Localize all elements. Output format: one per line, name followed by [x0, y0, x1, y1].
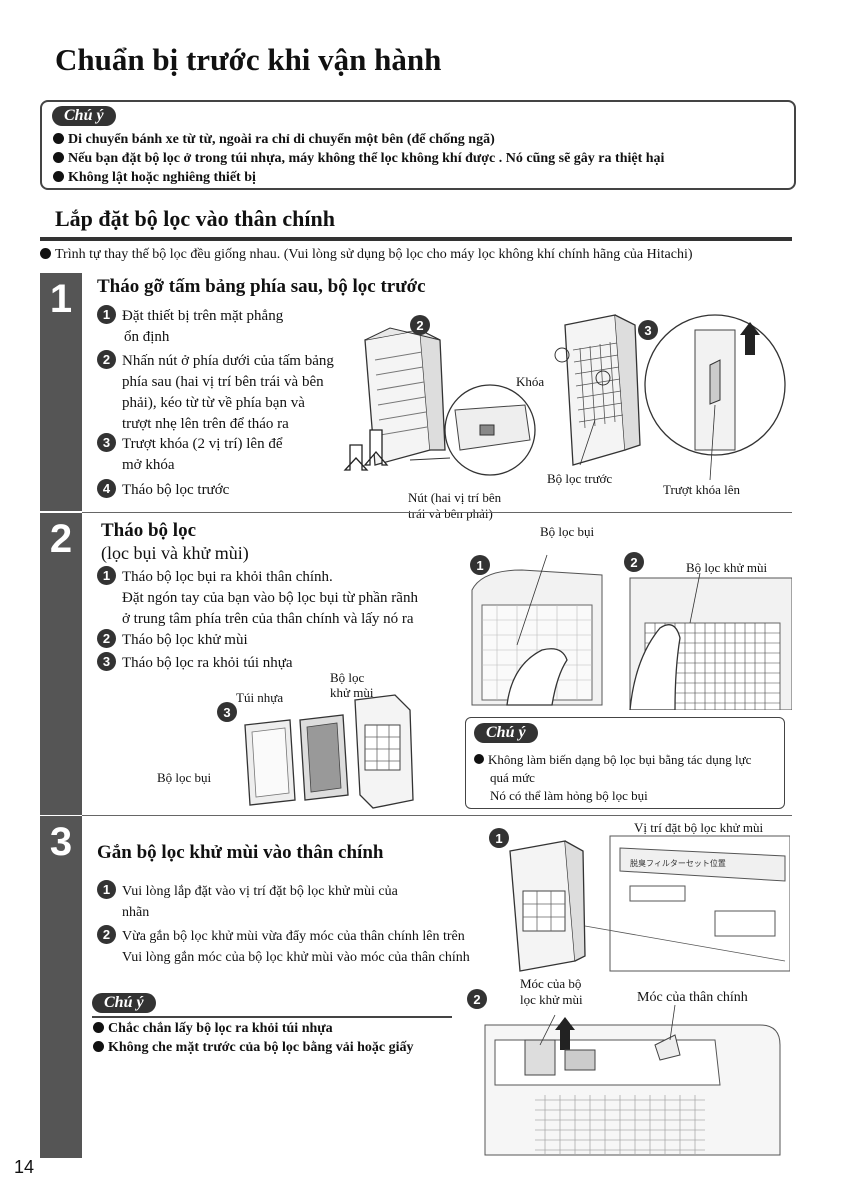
caution-item: Không che mặt trước của bộ lọc bằng vải …: [93, 1039, 413, 1057]
svg-text:1: 1: [476, 558, 483, 573]
caution-label: Chú ý: [52, 106, 116, 126]
slide-lock-label: Trượt khóa lên: [663, 482, 740, 497]
bullet-icon: [40, 248, 51, 259]
caution-underline: [92, 1016, 452, 1018]
step-1-bar: 1: [40, 273, 82, 511]
step-2-subheading: (lọc bụi và khử mùi): [101, 543, 249, 563]
filters-bag-illustration: 3: [217, 694, 414, 809]
bullet-icon: [93, 1041, 104, 1052]
body-hook-label: Móc của thân chính: [637, 990, 748, 1005]
caution-box: [40, 100, 796, 190]
caution-item: Không lật hoặc nghiêng thiết bị: [53, 169, 256, 187]
bullet-icon: [53, 171, 64, 182]
section-underline: [40, 237, 792, 241]
caution-item: Chắc chắn lấy bộ lọc ra khỏi túi nhựa: [93, 1020, 333, 1038]
svg-text:脱臭フィルターセット位置: 脱臭フィルターセット位置: [630, 858, 726, 868]
step-2-caution-box: [465, 717, 785, 809]
bullet-icon: [474, 754, 484, 764]
svg-text:1: 1: [495, 831, 502, 846]
svg-text:3: 3: [644, 323, 651, 338]
caution-item: Nếu bạn đặt bộ lọc ở trong túi nhựa, máy…: [53, 150, 664, 168]
dust-filter-small-label: Bộ lọc bụi: [157, 770, 212, 785]
prefilter-label: Bộ lọc trước: [547, 471, 613, 486]
bullet-icon: [53, 133, 64, 144]
step-2-bar: 2: [40, 513, 82, 815]
svg-text:2: 2: [473, 992, 480, 1007]
step-divider: [82, 815, 792, 816]
section-intro: Trình tự thay thế bộ lọc đều giống nhau.…: [40, 247, 693, 263]
svg-text:3: 3: [223, 705, 230, 720]
step-2-caution-text: Không làm biến dạng bộ lọc bụi bằng tác …: [474, 751, 751, 805]
lock-label: Khóa: [516, 374, 545, 389]
caution-item: Di chuyển bánh xe từ từ, ngoài ra chỉ di…: [53, 131, 495, 149]
svg-text:2: 2: [630, 555, 637, 570]
step-3-heading: Gắn bộ lọc khử mùi vào thân chính: [97, 842, 384, 863]
step-1-heading: Tháo gỡ tấm bảng phía sau, bộ lọc trước: [97, 276, 426, 297]
page-title: Chuẩn bị trước khi vận hành: [55, 42, 442, 77]
remove-deodor-filter-illustration: 2: [624, 552, 792, 710]
step-3-bar: 3: [40, 816, 82, 1158]
prefilter-illustration: 3: [554, 314, 786, 481]
step-2-heading: Tháo bộ lọc: [101, 520, 197, 541]
remove-dust-filter-illustration: 1: [470, 554, 603, 706]
dust-filter-label: Bộ lọc bụi: [540, 524, 595, 539]
install-position-illustration: 1 脱臭フィルターセット位置: [489, 828, 790, 972]
bullet-icon: [53, 152, 64, 163]
bullet-icon: [93, 1022, 104, 1033]
attach-hook-illustration: 2: [467, 989, 781, 1156]
svg-text:2: 2: [416, 318, 423, 333]
step-divider: [82, 512, 792, 513]
step-2-caution-label: Chú ý: [474, 723, 538, 743]
step-3-caution-label: Chú ý: [92, 993, 156, 1013]
page-number: 14: [14, 1157, 35, 1177]
deodor-filter-label: Bộ lọc khử mùi: [686, 560, 768, 575]
rear-panel-illustration: 2: [343, 315, 536, 476]
plastic-bag-label: Túi nhựa: [236, 690, 284, 705]
section-heading: Lắp đặt bộ lọc vào thân chính: [55, 206, 335, 231]
filter-position-label: Vị trí đặt bộ lọc khử mùi: [634, 820, 764, 835]
